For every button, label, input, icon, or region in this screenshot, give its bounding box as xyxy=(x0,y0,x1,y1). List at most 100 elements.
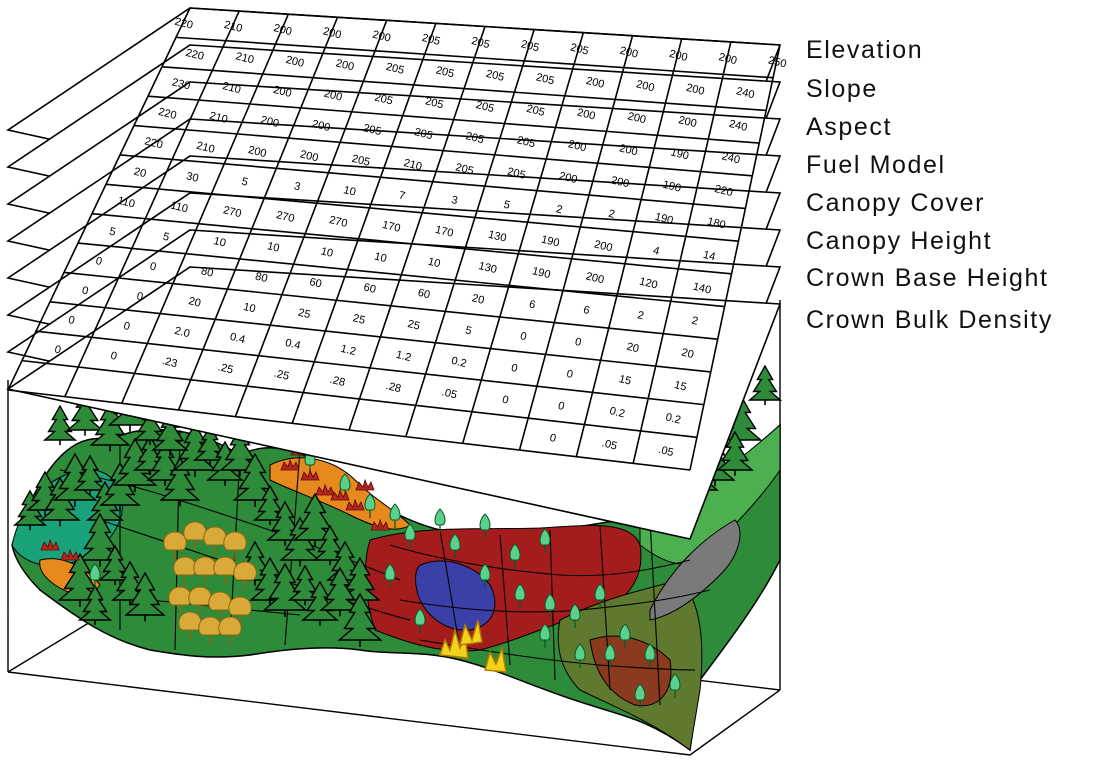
conifer-tree xyxy=(77,512,123,567)
seedling-tree xyxy=(539,528,551,553)
grid-cell-value: 205 xyxy=(413,126,434,142)
grid-col-line xyxy=(348,26,486,431)
grid-cell-value: .28 xyxy=(329,374,347,389)
grid-cell-value: 210 xyxy=(234,50,255,66)
grid-cell-value: 200 xyxy=(668,48,689,64)
grid-col-line xyxy=(405,29,535,437)
grid-cell-value: 220 xyxy=(143,135,164,151)
grid-col-line xyxy=(518,35,634,451)
deciduous-tree xyxy=(218,616,242,645)
grid-cell-value: 0 xyxy=(557,400,566,413)
grid-cell-value: 0 xyxy=(122,320,131,333)
label-canopy-height: Canopy Height xyxy=(806,227,993,255)
grid-cell-value: 205 xyxy=(485,68,506,84)
seedling-tree xyxy=(389,503,401,528)
grid-cell-value: .28 xyxy=(385,380,403,395)
grid-cell-value: 230 xyxy=(171,76,192,92)
grid-cell-value: 190 xyxy=(540,233,561,249)
grid-cell-value: 0 xyxy=(565,368,574,381)
grid-cell-value: 210 xyxy=(221,80,242,96)
grid-cell-value: 14 xyxy=(702,249,717,264)
grid-cell-value: 0 xyxy=(519,330,528,343)
seedling-tree xyxy=(544,593,556,618)
grid-cell-value: 200 xyxy=(272,22,293,38)
seedling-tree xyxy=(634,683,646,708)
grid-cell-value: 60 xyxy=(308,276,323,291)
grid-cell-value: 0 xyxy=(135,290,144,303)
seedling-tree xyxy=(594,583,606,608)
conifer-tree xyxy=(159,456,201,507)
grid-cell-value: 250 xyxy=(767,54,788,70)
grid-cell-value: 200 xyxy=(567,138,588,154)
grid-cell-value: 205 xyxy=(424,95,445,111)
grid-cell-value: 5 xyxy=(162,231,171,244)
grid-cell-value: 10 xyxy=(342,184,357,199)
seedling-tree xyxy=(434,508,446,533)
grid-cell-value: 4 xyxy=(652,245,661,258)
seedling-tree xyxy=(384,563,396,588)
grid-cell-value: 10 xyxy=(427,256,442,271)
grid-cell-value: 220 xyxy=(173,16,194,32)
terrain-gray-rock xyxy=(649,519,741,621)
fire-icons xyxy=(438,619,507,673)
grid-col-line xyxy=(234,20,388,417)
deciduous-tree xyxy=(178,611,202,640)
grid-cell-value: 110 xyxy=(169,199,189,215)
grid-cell-value: 2.0 xyxy=(173,325,191,340)
grid-cell-value: 80 xyxy=(200,265,215,280)
grid-cell-value: 205 xyxy=(525,103,546,119)
conifer-tree xyxy=(232,452,278,507)
grid-cell-value: 220 xyxy=(184,47,205,63)
conifer-tree xyxy=(97,544,133,586)
grid-col-line xyxy=(7,7,191,391)
terrain-blue-lake xyxy=(415,560,496,631)
deciduous-tree xyxy=(188,586,212,615)
grid-cell-value: 2 xyxy=(636,309,645,322)
grid-cell-value: 210 xyxy=(208,110,229,126)
conifer-tree xyxy=(124,571,166,622)
grid-col-line xyxy=(291,23,437,424)
grid-cell-value: 1.2 xyxy=(339,343,357,358)
grid-cell-value: 205 xyxy=(351,153,372,169)
grid-cell-value: 240 xyxy=(728,118,749,134)
grid-cell-value: 200 xyxy=(585,75,606,91)
grid-col-line xyxy=(632,41,732,464)
grid-cell-value: 25 xyxy=(406,318,421,333)
grid-cell-value: 200 xyxy=(284,54,305,70)
grid-cell-value: 5 xyxy=(240,176,249,189)
grid-cell-value: 205 xyxy=(470,35,491,51)
grid-cell-value: 200 xyxy=(610,174,631,190)
grid-cell-value: 220 xyxy=(713,183,734,199)
grid-cell-value: 10 xyxy=(212,235,227,250)
red-shrub xyxy=(300,468,320,481)
grid-cell-value: 210 xyxy=(195,140,216,156)
deciduous-tree xyxy=(163,531,187,560)
label-crown-base-height: Crown Base Height xyxy=(806,264,1049,292)
grid-cell-value: 205 xyxy=(464,130,485,146)
red-shrub xyxy=(330,488,350,501)
grid-col-line xyxy=(575,38,683,457)
deciduous-trees xyxy=(163,521,257,645)
seedling-tree xyxy=(364,493,376,518)
grid-cell-value: 20 xyxy=(133,166,148,181)
seedling-tree xyxy=(619,623,631,648)
grid-col-line xyxy=(64,10,240,397)
grid-cell-value: 200 xyxy=(635,78,656,94)
grid-cell-value: 205 xyxy=(569,42,590,58)
grid-cell-value: 3 xyxy=(450,194,459,207)
grid-col-line xyxy=(461,32,585,444)
grid-cell-value: 200 xyxy=(558,170,579,186)
grid-cell-value: 0 xyxy=(510,362,519,375)
grid-cell-value: 25 xyxy=(297,307,312,322)
grid-cell-value: 2 xyxy=(607,208,616,221)
grid-cell-value: 200 xyxy=(371,29,392,45)
seedling-tree xyxy=(644,643,656,668)
grid-cell-value: 200 xyxy=(619,45,640,61)
grid-cell-value: 200 xyxy=(322,25,343,41)
conifer-tree xyxy=(319,566,361,617)
grid-cell-value: 200 xyxy=(335,57,356,73)
grid-cell-value: 0 xyxy=(109,350,118,363)
grid-cell-value: 5 xyxy=(464,324,473,337)
